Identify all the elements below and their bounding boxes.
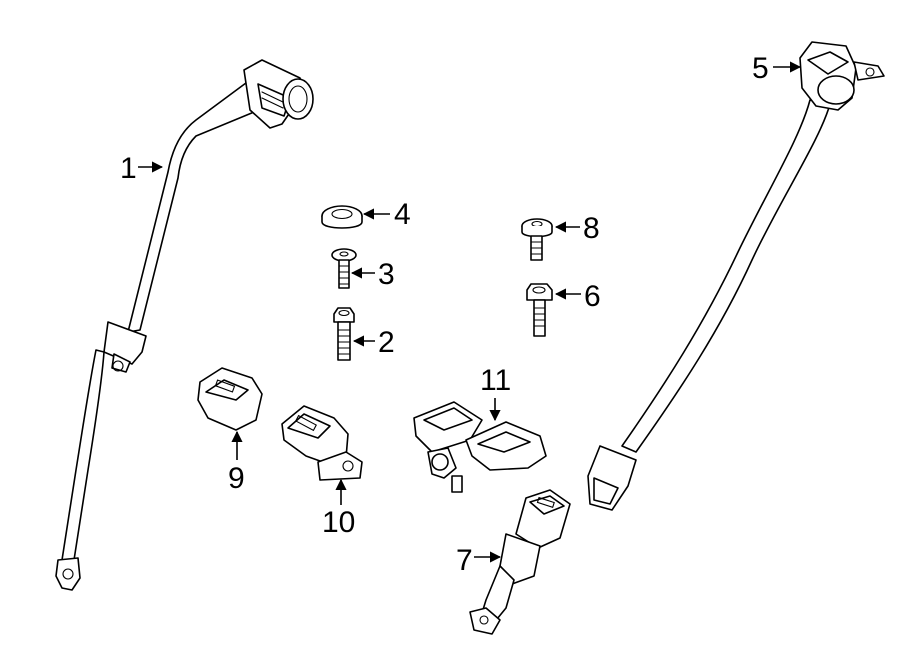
nut-icon[interactable]: 4 — [321, 198, 411, 231]
callout-9: 9 — [228, 462, 245, 495]
latch-plate-icon[interactable]: 7 — [456, 489, 571, 635]
seat-belt-assembly-left-icon[interactable]: 1 — [55, 59, 314, 591]
bolt-icon[interactable]: 6 — [526, 280, 601, 337]
buckle-icon[interactable]: 11 — [413, 364, 547, 493]
callout-11: 11 — [480, 364, 511, 397]
callout-2: 2 — [378, 326, 395, 359]
bolt-icon[interactable]: 8 — [521, 212, 600, 261]
buckle-icon[interactable]: 9 — [197, 367, 263, 495]
buckle-icon[interactable]: 10 — [281, 405, 363, 539]
callout-5: 5 — [752, 52, 769, 85]
bolt-icon[interactable]: 2 — [333, 307, 395, 361]
callout-8: 8 — [583, 212, 600, 245]
callout-7: 7 — [456, 544, 473, 577]
callout-1: 1 — [120, 152, 137, 185]
callout-3: 3 — [378, 258, 395, 291]
bolt-icon[interactable]: 3 — [331, 248, 395, 291]
callout-6: 6 — [584, 280, 601, 313]
callout-10: 10 — [322, 506, 355, 539]
callout-4: 4 — [394, 198, 411, 231]
seat-belt-retractor-icon[interactable]: 5 — [587, 41, 885, 511]
